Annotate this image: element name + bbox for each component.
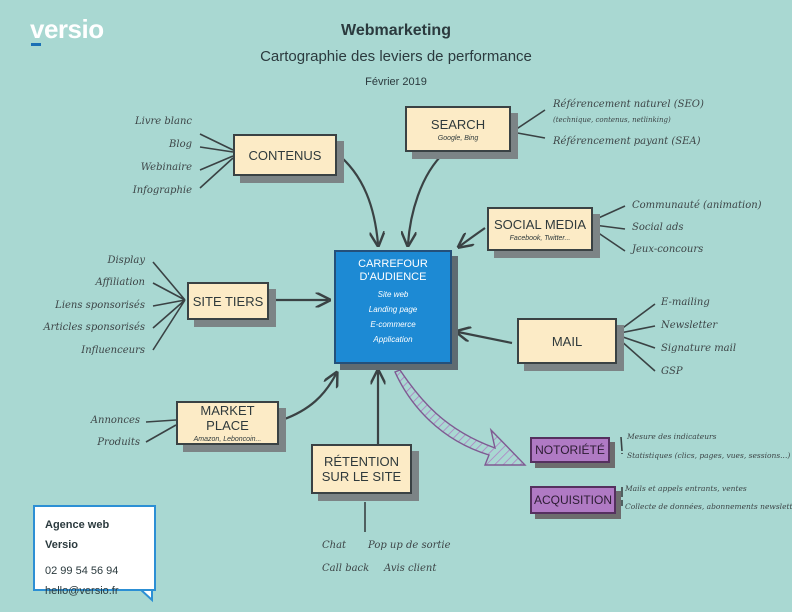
notoriete-item: Statistiques (clics, pages, vues, sessio…	[627, 451, 791, 460]
node-retention: RÉTENTION SUR LE SITE	[311, 444, 412, 494]
node-label-line1: RÉTENTION	[323, 454, 400, 469]
site-tiers-item: Influenceurs	[81, 345, 145, 356]
contact-phone[interactable]: 02 99 54 56 94	[45, 565, 119, 577]
mail-item: E-mailing	[661, 297, 710, 308]
outcome-notoriete: NOTORIÉTÉ	[530, 437, 610, 463]
retention-item: Pop up de sortie	[368, 540, 451, 551]
mail-item: Newsletter	[661, 320, 718, 331]
acquisition-item: Mails et appels entrants, ventes	[625, 484, 747, 493]
node-label: SOCIAL MEDIA	[494, 216, 586, 232]
retention-item: Call back	[322, 563, 370, 574]
mail-item: GSP	[661, 366, 683, 377]
search-item: Référencement payant (SEA)	[553, 136, 701, 147]
center-item: E-commerce	[370, 320, 416, 329]
node-site-tiers: SITE TIERS	[187, 282, 269, 320]
outcome-acquisition: ACQUISITION	[530, 486, 616, 514]
page-subtitle: Cartographie des leviers de performance	[260, 48, 532, 65]
acquisition-item: Collecte de données, abonnements newslet…	[625, 502, 792, 511]
center-item: Landing page	[368, 305, 418, 314]
contact-email[interactable]: hello@versio.fr	[45, 585, 119, 597]
retention-item: Avis client	[384, 563, 437, 574]
node-social-media: SOCIAL MEDIA Facebook, Twitter...	[487, 207, 593, 251]
search-item: Référencement naturel (SEO)	[553, 99, 704, 110]
search-item-detail: (technique, contenus, netlinking)	[553, 116, 671, 124]
contenus-item: Livre blanc	[135, 116, 192, 127]
center-title-line1: CARREFOUR	[358, 258, 428, 270]
social-item: Social ads	[632, 222, 684, 233]
node-contenus: CONTENUS	[233, 134, 337, 176]
site-tiers-item: Affiliation	[95, 277, 145, 288]
page-title: Webmarketing	[341, 22, 451, 39]
market-item: Annonces	[90, 415, 140, 426]
center-node: CARREFOUR D'AUDIENCE Site web Landing pa…	[334, 250, 452, 364]
notoriete-item: Mesure des indicateurs	[627, 432, 717, 441]
contenus-item: Infographie	[132, 185, 192, 196]
node-market-place: MARKET PLACE Amazon, Leboncoin...	[176, 401, 279, 445]
node-label-line2: SUR LE SITE	[321, 469, 402, 484]
node-label: MARKET PLACE	[200, 403, 255, 433]
node-sub: Facebook, Twitter...	[509, 234, 571, 242]
contact-title: Agence web Versio	[45, 519, 110, 551]
node-sub: Amazon, Leboncoin...	[193, 436, 262, 443]
site-tiers-item: Liens sponsorisés	[55, 300, 145, 311]
node-search: SEARCH Google, Bing	[405, 106, 511, 152]
node-label: CONTENUS	[248, 147, 322, 163]
page-date: Février 2019	[365, 76, 427, 88]
social-item: Jeux-concours	[632, 244, 704, 255]
node-sub: Google, Bing	[437, 134, 479, 142]
contact-card: Agence web Versio 02 99 54 56 94 hello@v…	[33, 505, 156, 597]
site-tiers-item: Articles sponsorisés	[43, 322, 145, 333]
contenus-item: Webinaire	[140, 162, 192, 173]
retention-item: Chat	[322, 540, 347, 551]
market-item: Produits	[97, 437, 140, 448]
node-mail: MAIL	[517, 318, 617, 364]
logo-accent	[31, 43, 41, 46]
node-label: MAIL	[551, 333, 583, 349]
contenus-item: Blog	[169, 139, 192, 150]
mail-item: Signature mail	[661, 343, 737, 354]
social-item: Communauté (animation)	[632, 200, 762, 211]
node-label: SITE TIERS	[192, 293, 264, 309]
center-item: Site web	[377, 290, 409, 299]
node-label: SEARCH	[430, 116, 486, 132]
center-item: Application	[373, 335, 413, 344]
site-tiers-item: Display	[107, 255, 145, 266]
center-title-line2: D'AUDIENCE	[359, 271, 427, 283]
versio-logo[interactable]: versio	[30, 14, 104, 44]
